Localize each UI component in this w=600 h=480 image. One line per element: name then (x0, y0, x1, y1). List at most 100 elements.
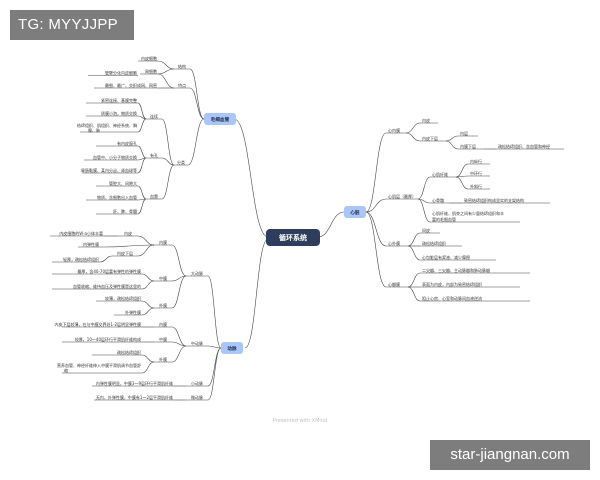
connector (445, 135, 459, 142)
connector (137, 244, 155, 257)
leaf-node: 内弹性膜明显，中膜3～9层环行平滑肌纤维 (96, 380, 173, 386)
connector (417, 198, 431, 204)
connector (157, 68, 175, 75)
connector (141, 354, 155, 363)
site-watermark: star-jiangnan.com (430, 440, 590, 470)
central-to-maoxi (233, 118, 269, 238)
connector (99, 255, 113, 263)
connector (207, 275, 222, 349)
leaf-node: 表面为内皮，内部为致密结缔组织 (422, 281, 482, 287)
maoxi-xuedou: 血窦 (150, 193, 158, 199)
maoxi-jiegou: 结构 (178, 63, 186, 69)
leaf-node: 胃肠黏膜、某内分泌、肾血球等 (81, 167, 137, 173)
leaf-node: 外斜行 (470, 183, 482, 189)
connector (365, 211, 387, 247)
connector-lines (50, 60, 564, 401)
central-to-dongmai (244, 238, 269, 349)
leaf-node: 营养血管、神经纤维伸入中膜平滑肌调节血管舒 (57, 362, 141, 368)
leaf-node: 最厚，含40-70层富有弹性的弹性膜 (77, 268, 141, 274)
main-node-xinzang-box (344, 206, 366, 218)
connector (405, 122, 421, 134)
connector (189, 87, 205, 120)
leaf-node: 血管中、小分子物质交换 (93, 154, 137, 160)
maoxi-fenlei: 分类 (177, 159, 185, 165)
connector (207, 345, 222, 349)
maoxi-tedian-item: 管壁分化内皮细胞 (105, 70, 137, 76)
connector (171, 275, 187, 309)
connector (171, 341, 187, 347)
xinzang-neimo: 心内膜 (388, 127, 400, 133)
dongmai-zhong: 中动脉 (191, 340, 203, 346)
xinzang-banmo: 心瓣膜 (388, 281, 400, 287)
connector (137, 185, 147, 200)
dongmai-zhong-zhongmo: 中膜 (159, 336, 167, 342)
connector (161, 118, 175, 166)
connector (141, 300, 155, 309)
leaf-node: 疏松结缔组织、含血管和神经 (498, 143, 550, 149)
connector (161, 164, 175, 200)
leaf-node: 管腔大、间隙大 (109, 180, 137, 186)
connector (137, 115, 147, 120)
maoxi-jiegou-item: 周细胞 (145, 68, 157, 74)
dongmai-da-neimo: 内膜 (159, 239, 167, 245)
central-topic: 循环系统 (279, 233, 307, 242)
connector (141, 280, 155, 290)
connector (137, 102, 147, 120)
dongmai-da: 大动脉 (191, 270, 203, 276)
leaf-node: 疏松结缔组织 (117, 349, 141, 355)
xinzang-xinjixianwei: 心肌纤维 (432, 171, 448, 177)
leaf-node: 肝、脾、骨髓 (113, 208, 137, 214)
dongmai-da-zhongmo: 中膜 (159, 275, 167, 281)
connector (189, 68, 205, 120)
connector (103, 244, 155, 248)
leaf-node: 无内、外弹性膜，中膜有1～2层平滑肌纤维 (96, 394, 173, 400)
connector (445, 140, 459, 150)
dongmai-da-waimo: 外膜 (159, 302, 167, 308)
leaf-node: 轻厚，疏松结缔组织 (63, 256, 99, 262)
central-topic-box (266, 229, 320, 246)
connector (455, 175, 469, 178)
main-node-dongmai: 动脉 (227, 345, 237, 352)
connector (171, 345, 187, 363)
leaf-node: 间皮 (422, 227, 430, 233)
leaf-node: 阻止心房、心室和动脉间血液逆流 (422, 295, 482, 301)
connector (171, 275, 187, 282)
connector (141, 307, 155, 316)
xinzang-xingujia: 心骨骼 (432, 197, 444, 203)
leaf-node: 心包脏层有浆液、减少摩擦 (422, 254, 470, 260)
connector (137, 145, 147, 159)
central-to-xinzang (317, 211, 345, 238)
connector (417, 198, 431, 223)
connector (141, 361, 155, 374)
connector (137, 118, 147, 133)
leaf-node: 较厚，10～40层环行平滑肌纤维构成 (75, 336, 141, 342)
dongmai-zhong-waimo: 外膜 (159, 356, 167, 362)
main-node-maoxi-box (204, 113, 236, 125)
main-node-dongmai-box (221, 342, 243, 354)
connector (407, 232, 421, 247)
tg-watermark: TG: MYYJJPP (10, 10, 134, 40)
leaf-node: 中环行 (470, 170, 482, 176)
connector (157, 73, 175, 89)
leaf-node: 疏松结缔组织 (422, 240, 446, 246)
main-node-xinzang: 心脏 (350, 209, 360, 216)
leaf-node: 有内皮窗孔 (117, 140, 137, 146)
connector (365, 198, 387, 213)
connector (405, 132, 421, 142)
leaf-node: 致密结缔组织构成坚实的支架结构 (464, 197, 524, 203)
mindmap-nodes: 循环系统毛细血管心脏动脉结构内皮细胞周细胞特点最细、最广、交织成网、网密管壁分化… (54, 55, 550, 400)
leaf-node: 物质、含细胞出入血管 (97, 194, 137, 200)
connector (171, 326, 187, 347)
leaf-node: 外弹性膜 (125, 309, 141, 315)
leaf-node: 内皮细胞的W-a小体丰富 (59, 230, 103, 236)
connector (137, 198, 147, 215)
connector (207, 347, 222, 401)
maoxi-lianxu: 连续 (150, 113, 158, 119)
maoxi-tedian: 特点 (178, 82, 186, 88)
connector (407, 272, 421, 288)
connector (365, 211, 387, 288)
connector (407, 286, 421, 302)
leaf-node: 二尖瓣、三尖瓣、主动脉瓣和肺动脉瓣 (422, 267, 490, 273)
xinzang-jiceng: 心肌层（最厚） (388, 193, 416, 199)
